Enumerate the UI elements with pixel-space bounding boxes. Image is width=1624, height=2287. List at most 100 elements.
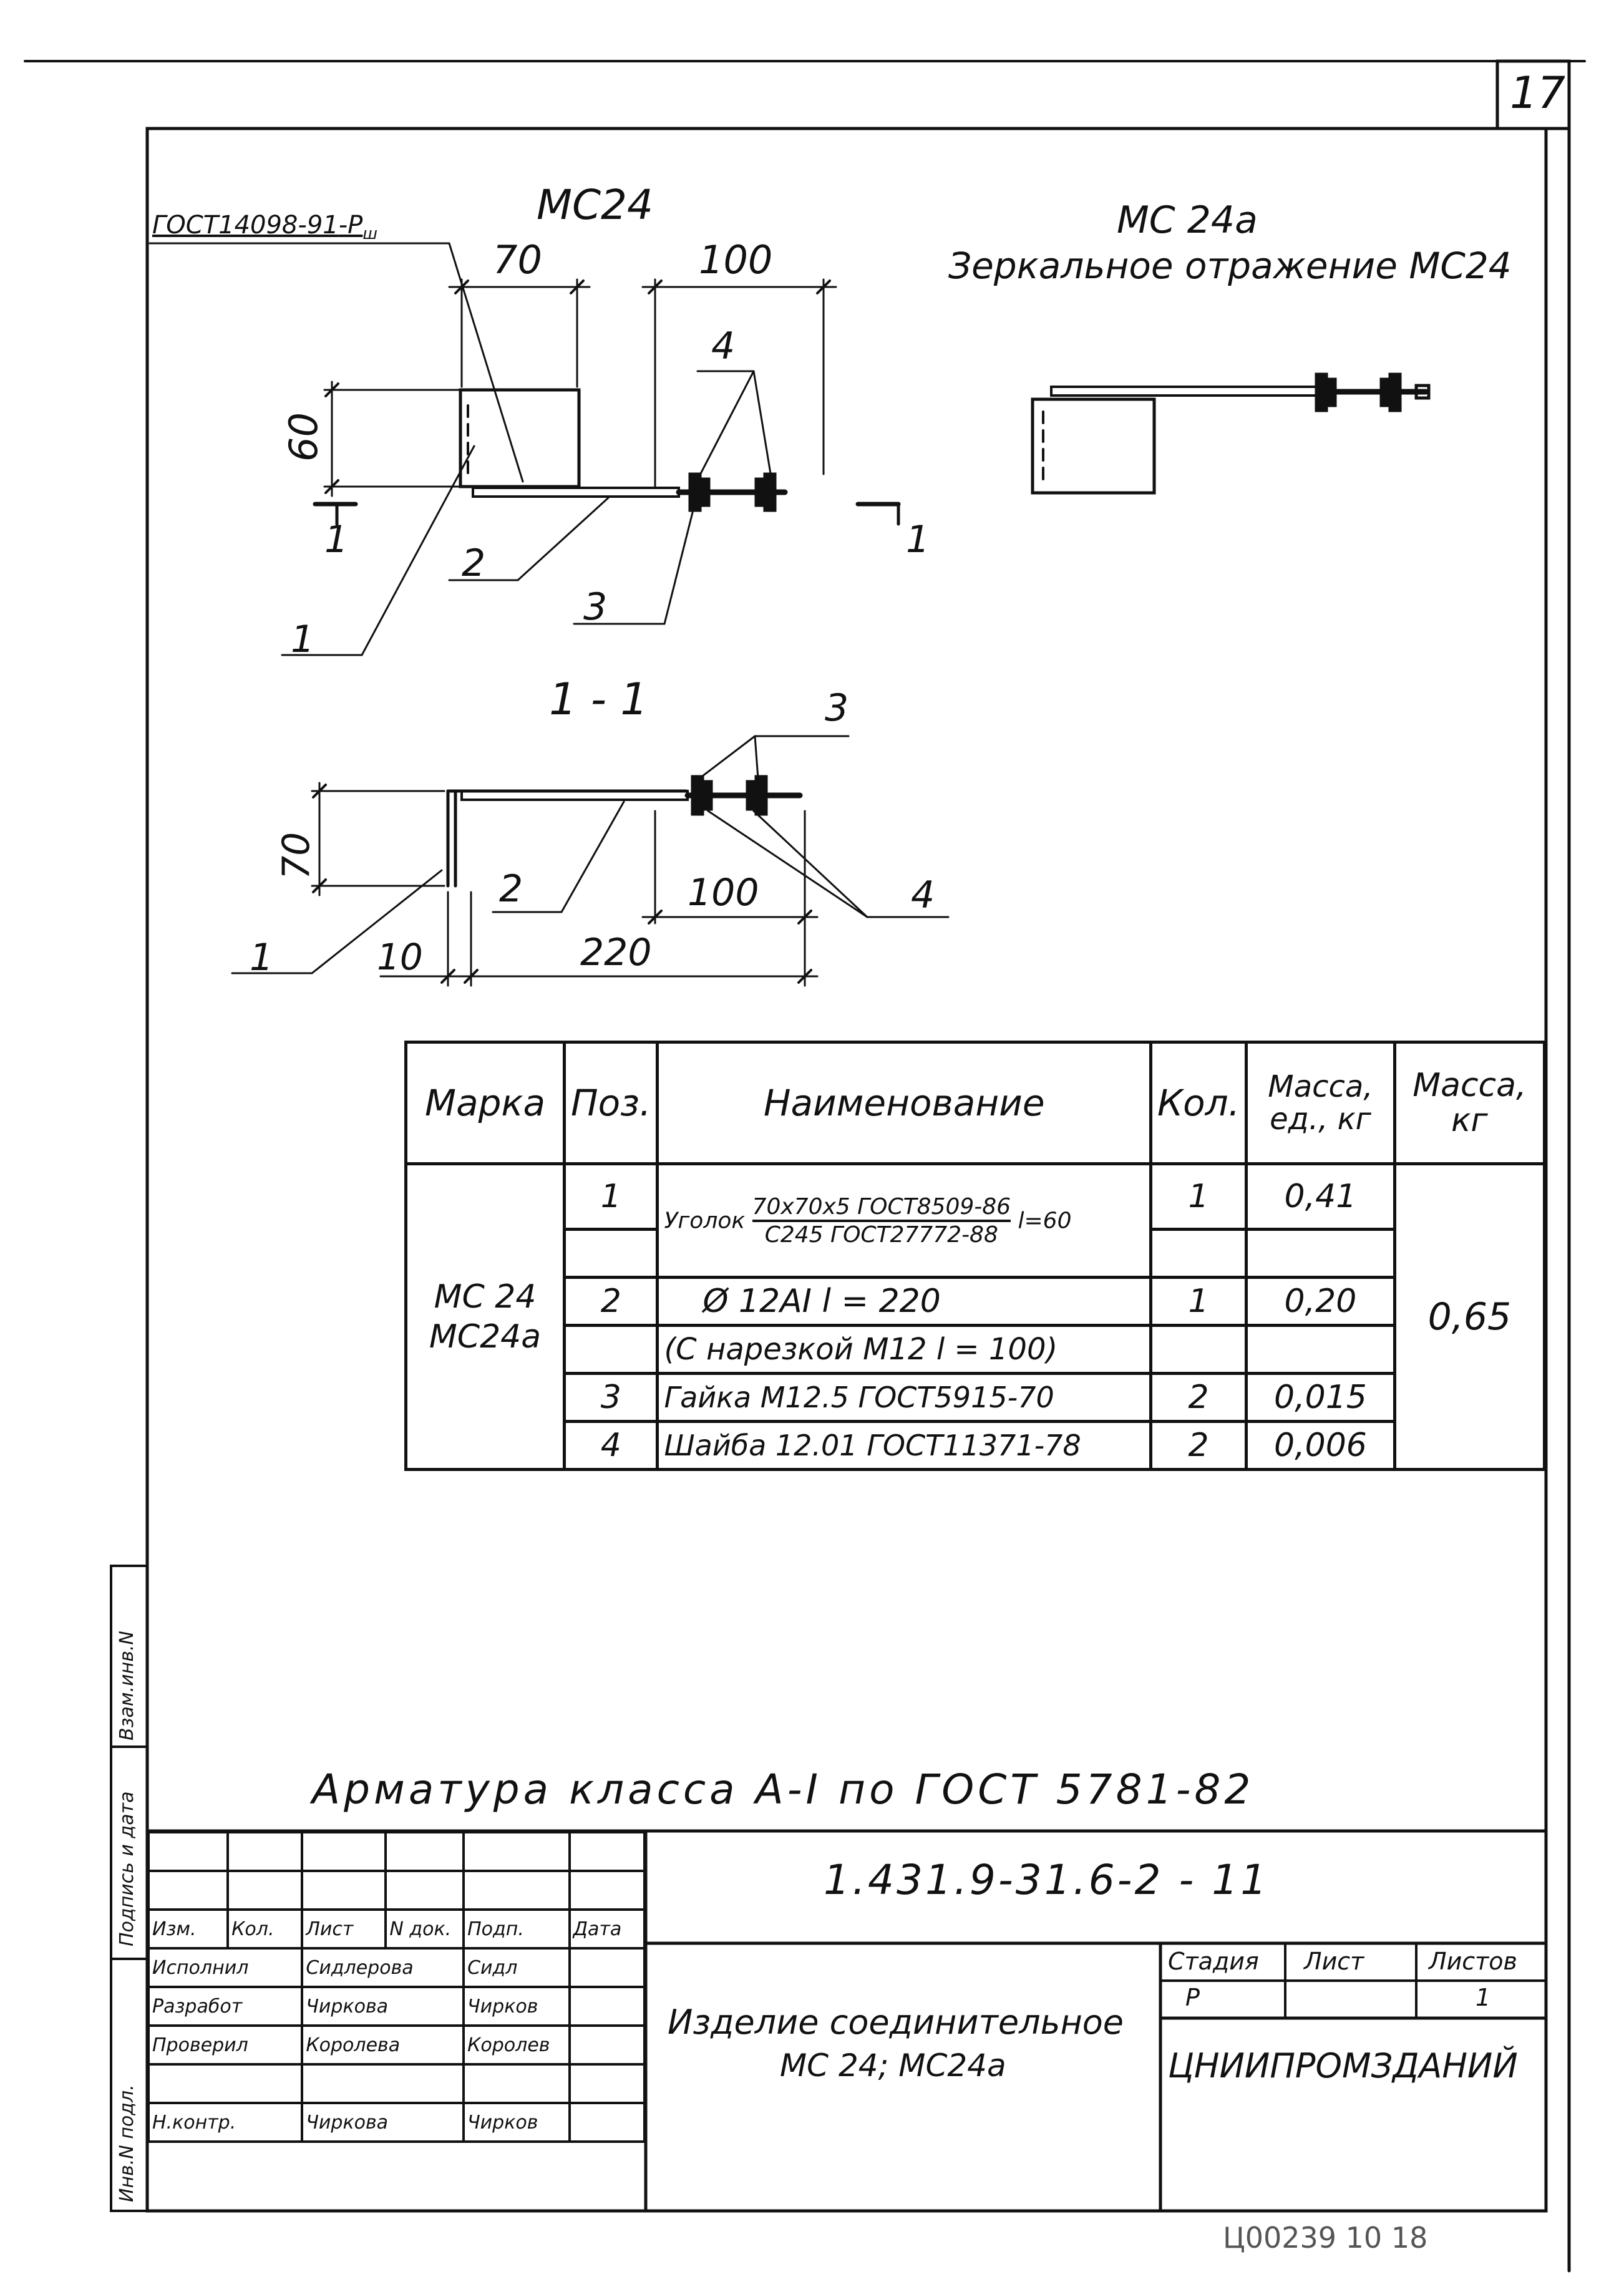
mass-cell [1245, 1324, 1396, 1375]
signature-cell: Чирков [462, 1986, 571, 2027]
pos-cell: 2 [563, 1276, 659, 1327]
date-cell [568, 2102, 646, 2143]
header-mark: Марка [404, 1041, 566, 1165]
header-mass-total: Масса, кг [1393, 1041, 1547, 1165]
product-title-2: MC 24; MC24a [780, 2047, 1006, 2084]
mark-cell: MC 24 MC24a [404, 1162, 566, 1471]
name-cell: Королева [301, 2024, 465, 2066]
signature-cell: Чирков [462, 2102, 571, 2143]
callout-3-section: 3 [825, 686, 849, 730]
dim-section-220: 220 [580, 931, 652, 974]
date-cell [568, 2024, 646, 2066]
pos-cell: 4 [563, 1420, 659, 1471]
col-kol: Кол. [226, 1908, 304, 1950]
role-cell [147, 2063, 304, 2104]
rebar-note: Арматура класса A-I по ГОСТ 5781-82 [312, 1765, 1255, 1814]
callout-4-main: 4 [711, 324, 736, 368]
header-qty: Кол. [1149, 1041, 1248, 1165]
angle-numerator: 70x70x5 ГОСТ8509-86 [752, 1194, 1011, 1222]
pos-cell [563, 1324, 659, 1375]
table-row: (С нарезкой M12 l = 100) [406, 1324, 1545, 1375]
revision-grid: Изм. Кол. Лист N док. Подп. Дата Исполни… [147, 1831, 646, 2143]
person-row: Н.контр. Чиркова Чирков [147, 2102, 646, 2143]
specification-table: Марка Поз. Наименование Кол. Масса, ед.,… [404, 1041, 1547, 1471]
qty-cell: 1 [1149, 1162, 1248, 1231]
callout-2-section: 2 [499, 867, 523, 911]
callout-3-main: 3 [583, 585, 608, 629]
mass-cell: 0,015 [1245, 1372, 1396, 1423]
section-mark-right: 1 [906, 518, 930, 561]
qty-cell: 2 [1149, 1420, 1248, 1471]
dim-100: 100 [699, 237, 773, 283]
name-cell: Чиркова [301, 2102, 465, 2143]
angle-fraction: 70x70x5 ГОСТ8509-86 C245 ГОСТ27772-88 [752, 1194, 1011, 1248]
total-mass-cell: 0,65 [1393, 1162, 1547, 1471]
revision-empty-row [147, 1831, 646, 1872]
sheets-header: Листов [1429, 1948, 1517, 1975]
name-cell: Шайба 12.01 ГОСТ11371-78 [656, 1420, 1152, 1471]
header-name: Наименование [656, 1041, 1152, 1165]
mirror-view-caption: Зеркальное отражение MC24 [948, 245, 1512, 287]
revision-empty-row [147, 1870, 646, 1911]
dim-section-10: 10 [377, 936, 423, 978]
name-cell [301, 2063, 465, 2104]
stage-value: P [1185, 1984, 1200, 2011]
qty-cell: 1 [1149, 1276, 1248, 1327]
name-cell: Ø 12AI l = 220 [656, 1276, 1152, 1327]
col-list: Лист [301, 1908, 387, 1950]
role-cell: Разработ [147, 1986, 304, 2027]
section-mark-left: 1 [324, 518, 349, 561]
dim-section-100: 100 [688, 871, 759, 915]
pos-cell: 1 [563, 1162, 659, 1231]
callout-2-main: 2 [462, 541, 486, 585]
side-sign-date: Подпись и дата [116, 1791, 138, 1947]
page-number: 17 [1510, 67, 1566, 119]
name-cell-angle: Уголок 70x70x5 ГОСТ8509-86 C245 ГОСТ2777… [656, 1162, 1152, 1279]
dim-section-70: 70 [275, 832, 318, 880]
callout-1-main: 1 [291, 618, 315, 661]
table-row: 3 Гайка M12.5 ГОСТ5915-70 2 0,015 [406, 1372, 1545, 1423]
mass-cell: 0,41 [1245, 1162, 1396, 1231]
mass-cell: 0,20 [1245, 1276, 1396, 1327]
col-podp: Подп. [462, 1908, 571, 1950]
person-row: Проверил Королева Королев [147, 2024, 646, 2066]
qty-cell [1149, 1324, 1248, 1375]
person-row: Исполнил Сидлерова Сидл [147, 1947, 646, 1988]
date-cell [568, 2063, 646, 2104]
signature-cell: Сидл [462, 1947, 571, 1988]
stage-header: Стадия [1168, 1948, 1259, 1975]
organization-name: ЦНИИПРОМЗДАНИЙ [1168, 2046, 1518, 2085]
side-inv-original: Инв.N подл. [116, 2084, 138, 2202]
date-cell [568, 1947, 646, 1988]
qty-cell: 2 [1149, 1372, 1248, 1423]
dim-70: 70 [493, 237, 542, 283]
sheet-header: Лист [1304, 1948, 1364, 1975]
archive-stamp: Ц00239 10 18 [1223, 2221, 1428, 2255]
name-cell: Гайка M12.5 ГОСТ5915-70 [656, 1372, 1152, 1423]
dim-60: 60 [281, 412, 326, 462]
angle-denominator: C245 ГОСТ27772-88 [764, 1221, 998, 1248]
document-code: 1.431.9-31.6-2 - 11 [824, 1856, 1270, 1904]
mark-line-2: MC24a [429, 1318, 542, 1356]
role-cell: Н.контр. [147, 2102, 304, 2143]
mass-cell [1245, 1228, 1396, 1279]
name-cell: (С нарезкой M12 l = 100) [656, 1324, 1152, 1375]
main-view-geometry [148, 242, 901, 656]
role-cell: Проверил [147, 2024, 304, 2066]
sheets-value: 1 [1476, 1984, 1491, 2011]
person-row [147, 2063, 646, 2104]
pos-cell [563, 1228, 659, 1279]
col-ndok: N док. [384, 1908, 465, 1950]
weld-gost-label: ГОСТ14098-91-Pш [152, 211, 377, 243]
signature-cell: Королев [462, 2024, 571, 2066]
weld-symbol: -P [338, 211, 363, 240]
title-block-frame [145, 1829, 1548, 2213]
angle-suffix: l=60 [1018, 1208, 1072, 1233]
callout-1-section: 1 [250, 936, 274, 979]
col-izm: Изм. [147, 1908, 230, 1950]
table-row: MC 24 MC24a 1 Уголок 70x70x5 ГОСТ8509-86… [404, 1162, 1547, 1471]
col-data: Дата [568, 1908, 646, 1950]
mass-cell: 0,006 [1245, 1420, 1396, 1471]
